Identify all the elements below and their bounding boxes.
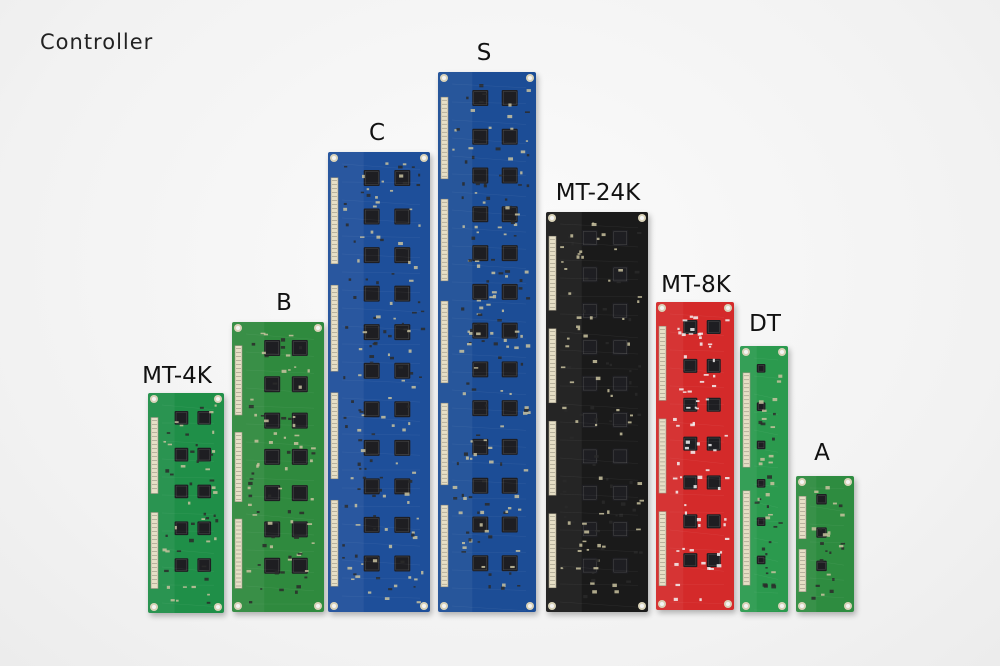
board-a <box>796 476 854 612</box>
board-mt8k <box>656 302 734 610</box>
label-c: C <box>368 120 386 146</box>
pcb-artwork <box>232 322 324 612</box>
pcb-artwork <box>740 346 788 612</box>
label-mt8k: MT-8K <box>661 272 731 298</box>
board-dt <box>740 346 788 612</box>
pcb-artwork <box>656 302 734 610</box>
board-c <box>328 152 430 612</box>
label-b: B <box>276 290 292 316</box>
label-a: A <box>814 440 830 466</box>
heading-controller: Controller <box>40 30 154 54</box>
pcb-artwork <box>438 72 536 612</box>
board-mt4k <box>148 393 224 613</box>
label-mt4k: MT-4K <box>142 363 212 389</box>
pcb-artwork <box>796 476 854 612</box>
label-dt: DT <box>749 311 781 337</box>
board-b <box>232 322 324 612</box>
label-mt24k: MT-24K <box>555 180 641 206</box>
pcb-artwork <box>328 152 430 612</box>
pcb-artwork <box>546 212 648 612</box>
label-s: S <box>476 40 492 66</box>
board-s <box>438 72 536 612</box>
pcb-artwork <box>148 393 224 613</box>
board-mt24k <box>546 212 648 612</box>
